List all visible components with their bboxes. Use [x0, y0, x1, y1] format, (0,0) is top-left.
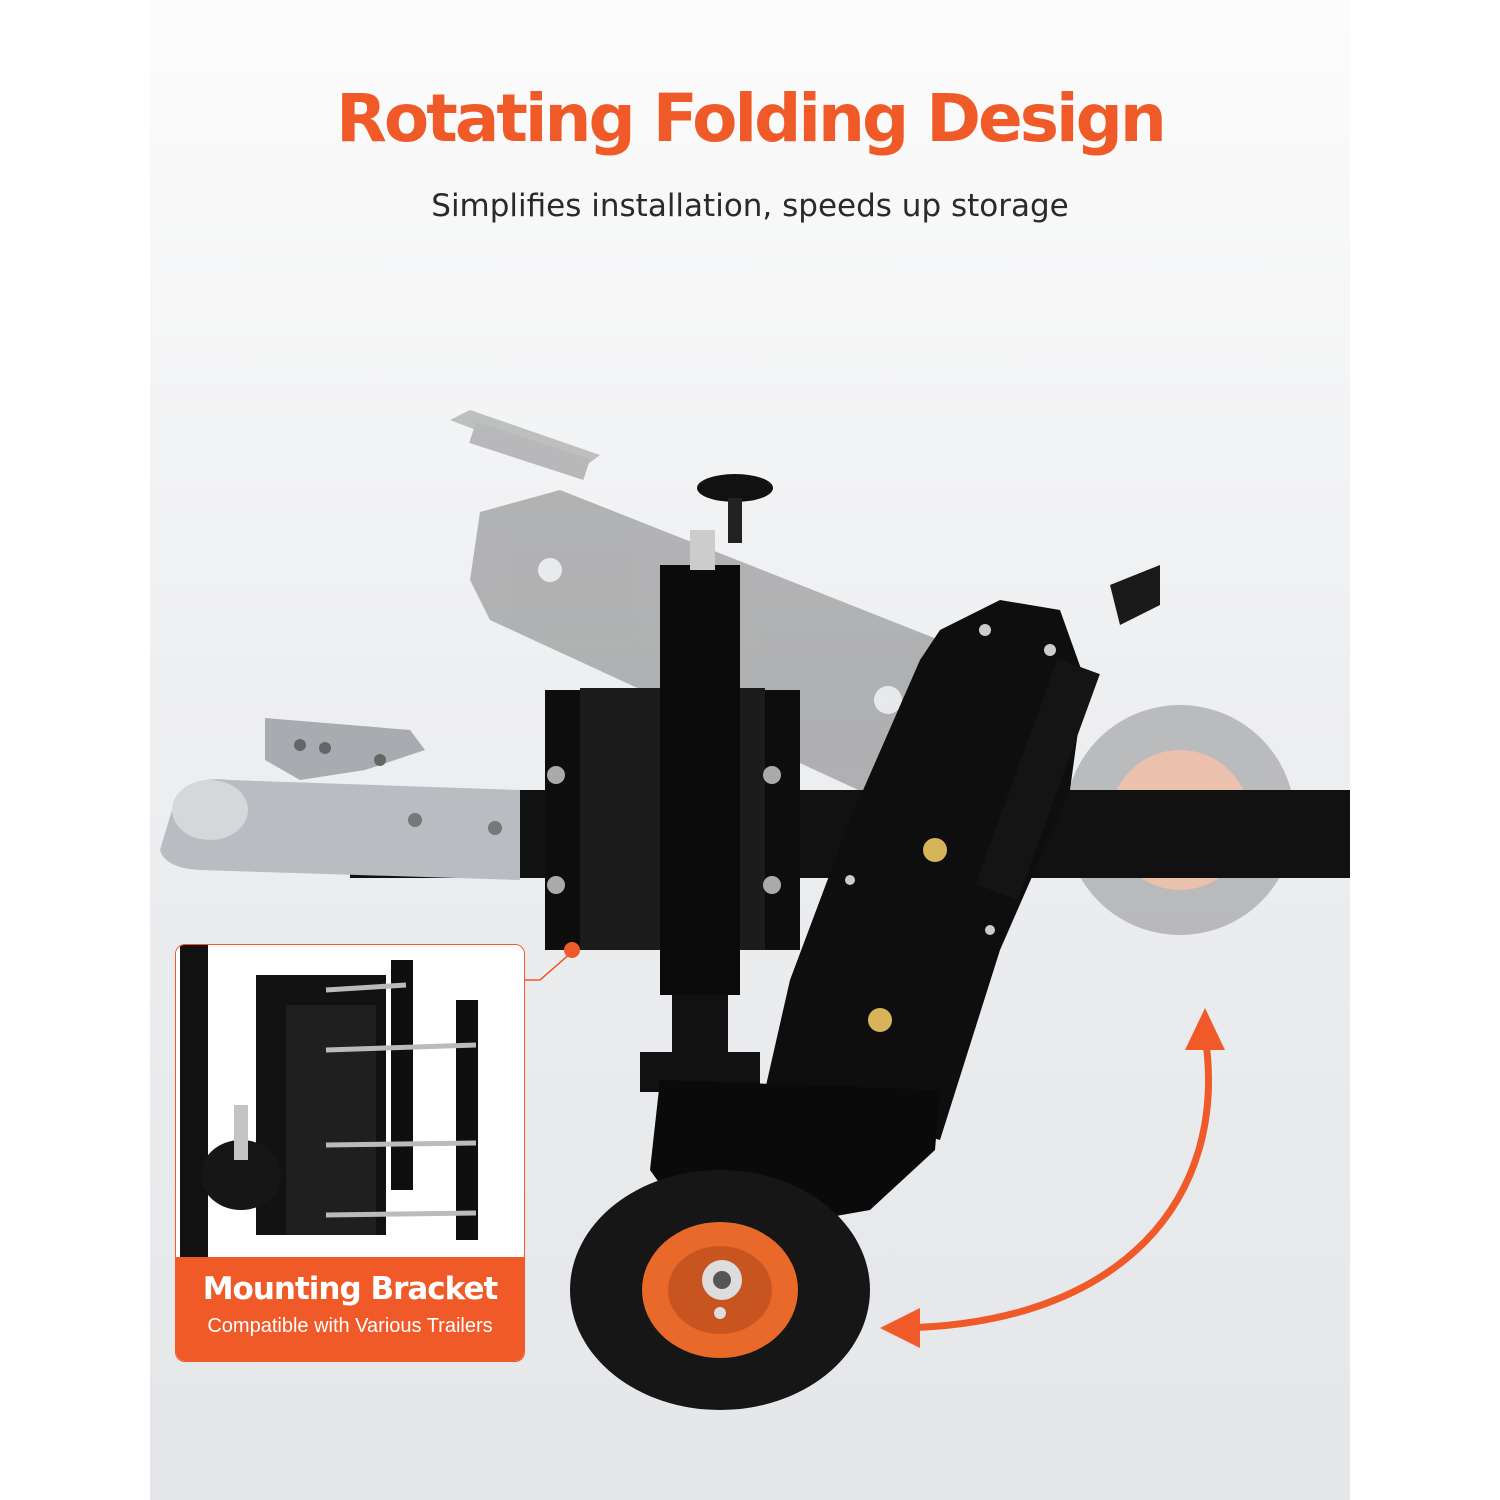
callout-subtitle: Compatible with Various Trailers: [207, 1315, 493, 1337]
page-subtitle: Simplifies installation, speeds up stora…: [431, 188, 1069, 224]
callout-leader: [523, 942, 580, 981]
callout-caption: Mounting Bracket Compatible with Various…: [176, 1257, 524, 1361]
callout-title: Mounting Bracket: [202, 1271, 499, 1307]
hitch-coupler: [160, 718, 520, 880]
page-title: Rotating Folding Design: [336, 80, 1167, 157]
jack-post: [640, 474, 773, 1092]
mounting-bracket-callout: Mounting Bracket Compatible with Various…: [175, 944, 525, 1362]
curved-double-arrow-icon: [880, 1008, 1225, 1348]
main-wheel: [570, 1170, 870, 1410]
